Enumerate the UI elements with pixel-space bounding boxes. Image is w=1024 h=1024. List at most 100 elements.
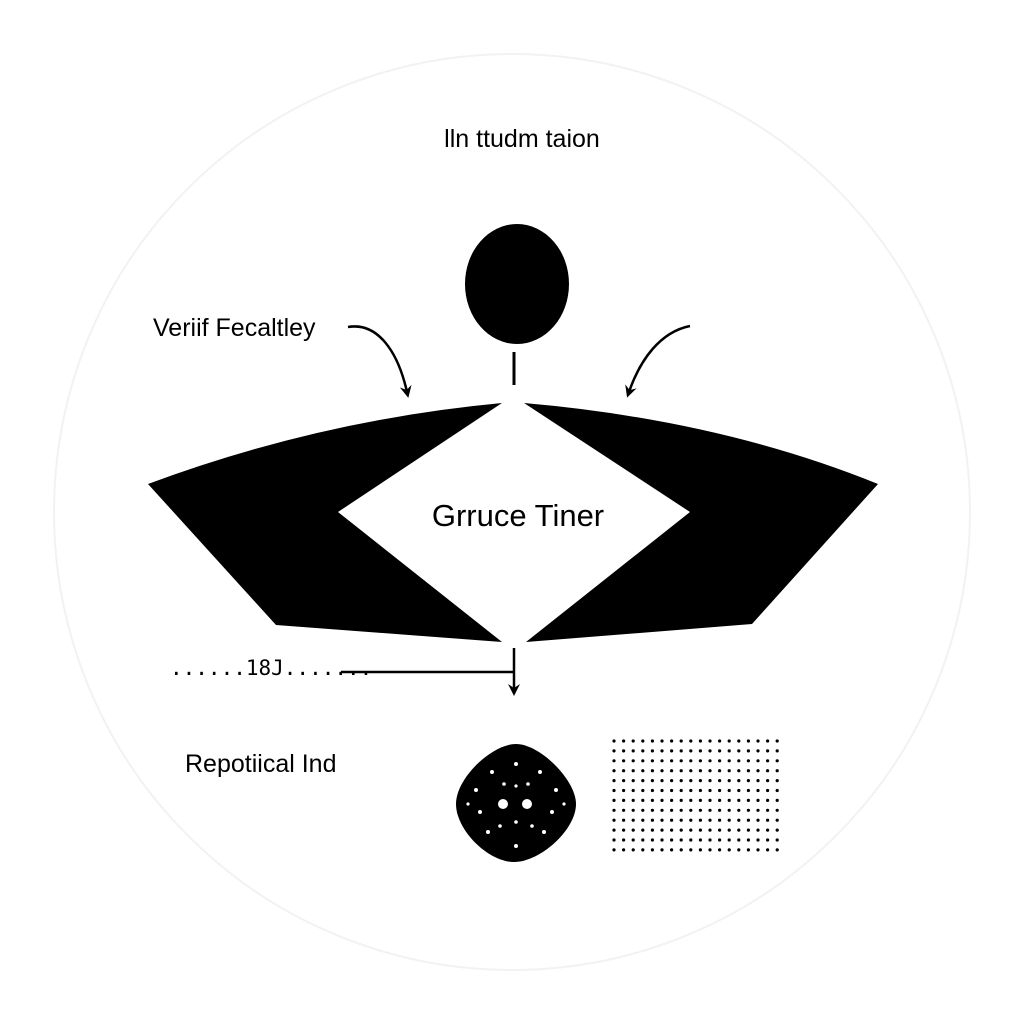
grid-dot [660,838,664,842]
grid-dot [641,828,645,832]
grid-dot [660,769,664,773]
outer-ring [53,53,971,971]
grid-dot [689,749,693,753]
grid-dot [718,779,722,783]
grid-dot [737,798,741,803]
grid-dot [746,838,751,842]
grid-dot [718,818,722,822]
grid-dot [775,759,779,763]
blob-dot [478,810,482,814]
grid-dot [727,759,731,763]
grid-dot [612,808,616,812]
grid-dot [746,818,751,822]
grid-dot [622,838,626,842]
grid-dot [718,788,722,793]
grid-dot [670,798,674,803]
right-curved-arrow [625,324,691,398]
grid-dot [775,779,779,783]
grid-dot [641,779,645,783]
grid-dot [766,739,770,743]
grid-dot [708,779,712,783]
blob-dot [514,820,518,824]
grid-dot [689,828,693,832]
grid-dot [670,749,674,753]
grid-dot [650,848,655,852]
grid-dot [698,848,703,852]
grid-dot [756,759,760,763]
grid-dot [718,749,722,753]
blob-dot [514,844,518,848]
grid-dot [708,759,712,763]
grid-dot [708,739,712,743]
right-wing-shape-icon [524,403,878,642]
blob-dot [530,824,534,828]
grid-dot [660,788,664,793]
grid-dot [641,808,645,812]
grid-dot [679,749,683,753]
grid-dot [660,848,664,852]
grid-dot [679,788,683,793]
grid-dot [775,798,779,803]
grid-dot [622,759,626,763]
grid-dot [679,759,683,763]
grid-dot [775,818,779,822]
center-label: Grruce Tiner [432,498,604,533]
grid-dot [612,759,616,763]
grid-dot [670,818,674,822]
grid-dot [622,739,626,743]
grid-dot [718,798,722,803]
blob-dot [514,762,518,766]
grid-dot [727,808,731,812]
grid-dot [698,779,703,783]
grid-dot [660,739,664,743]
grid-dot [698,838,703,842]
grid-dot [622,749,626,753]
grid-dot [641,749,645,753]
grid-dot [737,838,741,842]
grid-dot [737,828,741,832]
grid-dot [727,779,731,783]
grid-dot [756,749,760,753]
grid-dot [612,788,616,793]
grid-dot [718,769,722,773]
left-wing-shape-icon [148,403,502,642]
grid-dot [746,749,751,753]
grid-dot [756,739,760,743]
blob-dot [498,824,502,828]
grid-dot [650,838,655,842]
grid-dot [631,788,635,793]
blob-dot [502,782,506,786]
grid-dot [689,739,693,743]
blob-dot [562,802,566,806]
blob-dot [514,784,518,788]
grid-dot [698,769,703,773]
grid-dot [641,838,645,842]
grid-dot [718,759,722,763]
grid-dot [708,769,712,773]
blob-dot [542,830,546,834]
grid-dot [698,759,703,763]
grid-dot [766,759,770,763]
grid-dot [650,788,655,793]
grid-dot [756,818,760,822]
grid-dot [766,818,770,822]
grid-dot [641,788,645,793]
grid-dot [679,798,683,803]
grid-dot [689,779,693,783]
grid-dot [670,739,674,743]
grid-dot [708,838,712,842]
grid-dot [679,808,683,812]
grid-dot [727,739,731,743]
grid-dot [737,749,741,753]
grid-dot [718,808,722,812]
grid-dot [631,848,635,852]
grid-dot [650,808,655,812]
grid-dot [775,769,779,773]
grid-dot [622,818,626,822]
grid-dot [622,808,626,812]
dotted-label: ......18J....... [170,656,372,680]
grid-dot [689,838,693,842]
grid-dot [727,828,731,832]
grid-dot [766,828,770,832]
